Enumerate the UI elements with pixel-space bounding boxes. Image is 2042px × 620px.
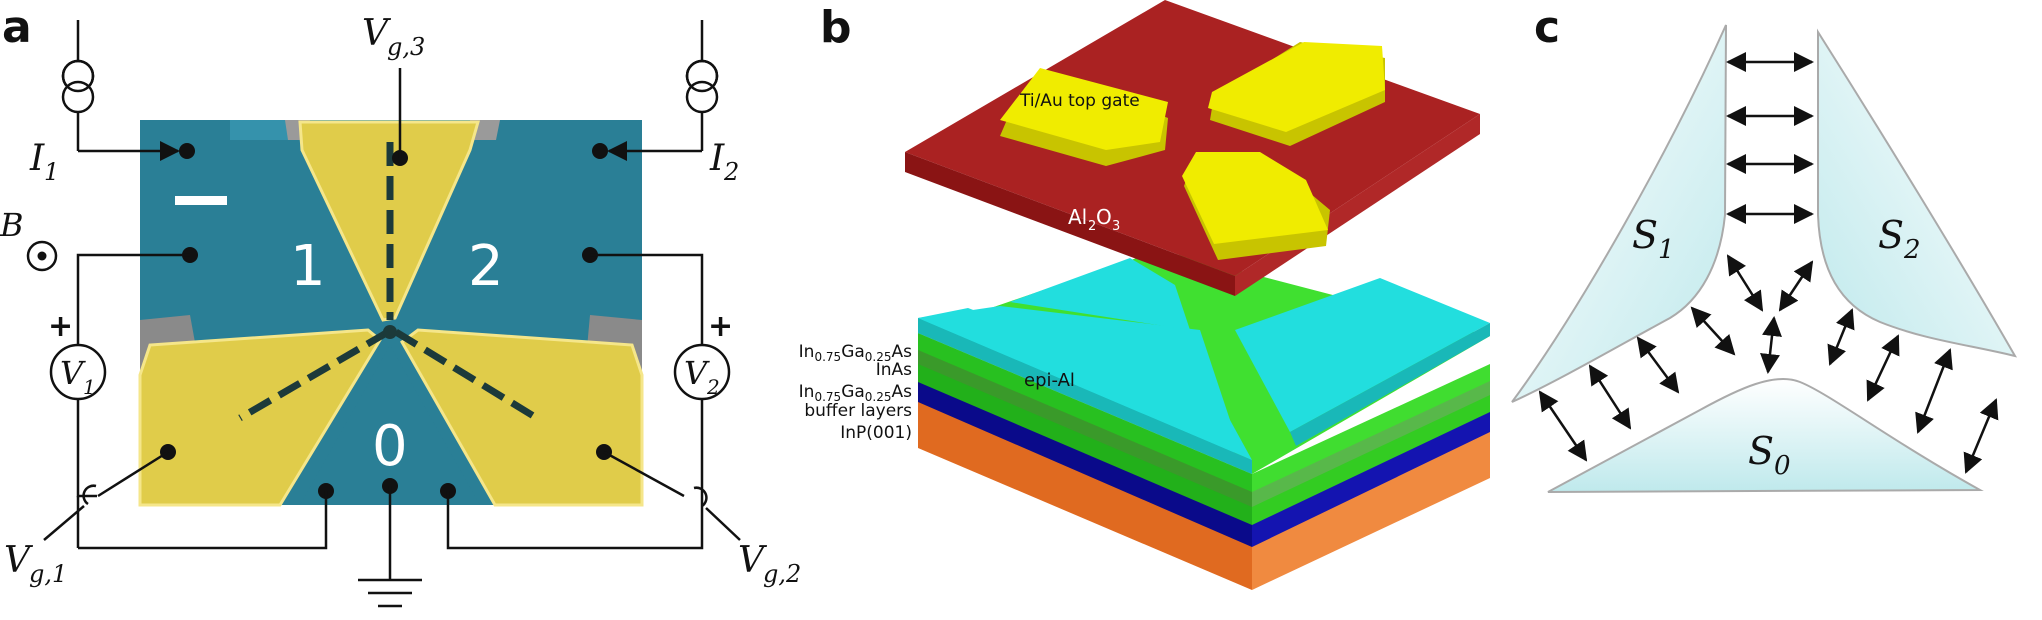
- magnetic-field-dot: [37, 251, 47, 261]
- s1-label: S: [1632, 213, 1658, 257]
- superconductor-s1: [1511, 24, 1727, 403]
- terminal-0-label: 0: [372, 414, 408, 479]
- voltmeter-1-sub: 1: [83, 375, 96, 399]
- circuit-wires: [43, 20, 741, 608]
- layer-label-ingaas-top: In0.75Ga0.25As: [799, 342, 912, 364]
- voltmeter-1: [49, 343, 107, 401]
- scale-bar: [175, 196, 227, 205]
- epi-al-top: [1010, 258, 1190, 330]
- layer-ingaas-top-left: [918, 333, 1252, 492]
- s0-label: S: [1748, 429, 1774, 473]
- oxide-top-surface: [905, 0, 1480, 276]
- layer-buffer-right: [1252, 410, 1490, 547]
- gate-3-sub: g,3: [387, 33, 425, 61]
- layer-ingaas-bottom-right: [1252, 393, 1490, 525]
- panel-label-a: a: [2, 2, 32, 53]
- layer-labels: In0.75Ga0.25As InAs In0.75Ga0.25As buffe…: [799, 342, 912, 443]
- layer-ingaas-bottom-left: [918, 362, 1252, 525]
- layer-inas-right: [1252, 379, 1490, 507]
- layer-buffer-left: [918, 380, 1252, 547]
- layer-ingaas-top-right: [1252, 364, 1490, 492]
- voltmeter-2-plus: +: [708, 309, 733, 344]
- oxide-label: Al 2 O 3: [1068, 205, 1120, 234]
- oxide-label-sub2: 3: [1112, 219, 1120, 234]
- panel-label-c: c: [1534, 2, 1560, 53]
- oxide-label-al: Al: [1068, 205, 1087, 229]
- magnetic-field-label: B: [0, 206, 24, 244]
- current-1-label: I: [29, 138, 45, 179]
- voltmeter-2-sub: 2: [706, 375, 720, 399]
- voltmeter-1-plus: +: [48, 309, 73, 344]
- current-2-sub: 2: [723, 158, 739, 186]
- superconductor-s2: [1817, 28, 2018, 358]
- top-gate-right-upper: [1208, 42, 1385, 146]
- s2-sub: 2: [1903, 235, 1921, 265]
- layer-inp-right: [1252, 430, 1490, 590]
- layer-inas-left: [918, 348, 1252, 507]
- layer-label-ingaas-bottom: In0.75Ga0.25As: [799, 382, 912, 404]
- panel-a: a 1 2 0: [0, 2, 801, 608]
- voltmeter-2-V: V: [684, 354, 710, 392]
- voltmeter-2: [673, 343, 731, 401]
- epi-al-right: [1235, 278, 1490, 432]
- s1-sub: 1: [1658, 235, 1675, 265]
- gate-1-dashed-line: [238, 328, 390, 422]
- layer-label-buffer: buffer layers: [804, 401, 912, 421]
- top-gate-label: Ti/Au top gate: [1019, 91, 1140, 111]
- superconductor-s0: [1547, 378, 1984, 493]
- layer-label-inp: InP(001): [840, 423, 912, 443]
- voltmeter-1-V: V: [60, 354, 86, 392]
- current-1-sub: 1: [44, 158, 59, 186]
- top-gate-right-lower: [1182, 152, 1330, 260]
- gate-1-sub: g,1: [29, 560, 67, 588]
- epi-al-label: epi-Al: [1024, 370, 1075, 391]
- top-gate-left: [1000, 68, 1168, 166]
- terminal-2-label: 2: [468, 234, 504, 299]
- layer-label-inas: InAs: [876, 360, 912, 380]
- s2-label: S: [1878, 213, 1904, 257]
- oxide-label-sub1: 2: [1088, 219, 1096, 234]
- oxide-right-side: [1235, 114, 1480, 296]
- epi-al-left-top: [918, 306, 1252, 460]
- panel-label-b: b: [820, 2, 852, 53]
- oxide-front-side: [905, 152, 1235, 296]
- terminal-1-label: 1: [290, 234, 326, 299]
- panel-b: b: [799, 0, 1490, 590]
- s0-sub: 0: [1774, 451, 1791, 481]
- gate-1-label: V: [4, 540, 34, 581]
- gate-2-label: V: [738, 540, 768, 581]
- panel-c: c S 1 S 2 S 0: [1511, 2, 2018, 493]
- current-source-outlines: [61, 59, 719, 93]
- oxide-label-o: O: [1096, 205, 1112, 229]
- junction-center: [383, 325, 397, 339]
- epi-al-right-side: [1290, 323, 1490, 446]
- layer-inp-left: [918, 400, 1252, 590]
- current-2-label: I: [709, 138, 725, 179]
- gate-2-dashed-line: [394, 329, 542, 423]
- gate-3-label: V: [362, 13, 392, 54]
- gate-2-sub: g,2: [763, 560, 801, 588]
- epi-al-left-side: [918, 318, 1252, 474]
- coupling-arrows: [1538, 52, 1999, 474]
- sem-gap-bottom: [300, 345, 480, 505]
